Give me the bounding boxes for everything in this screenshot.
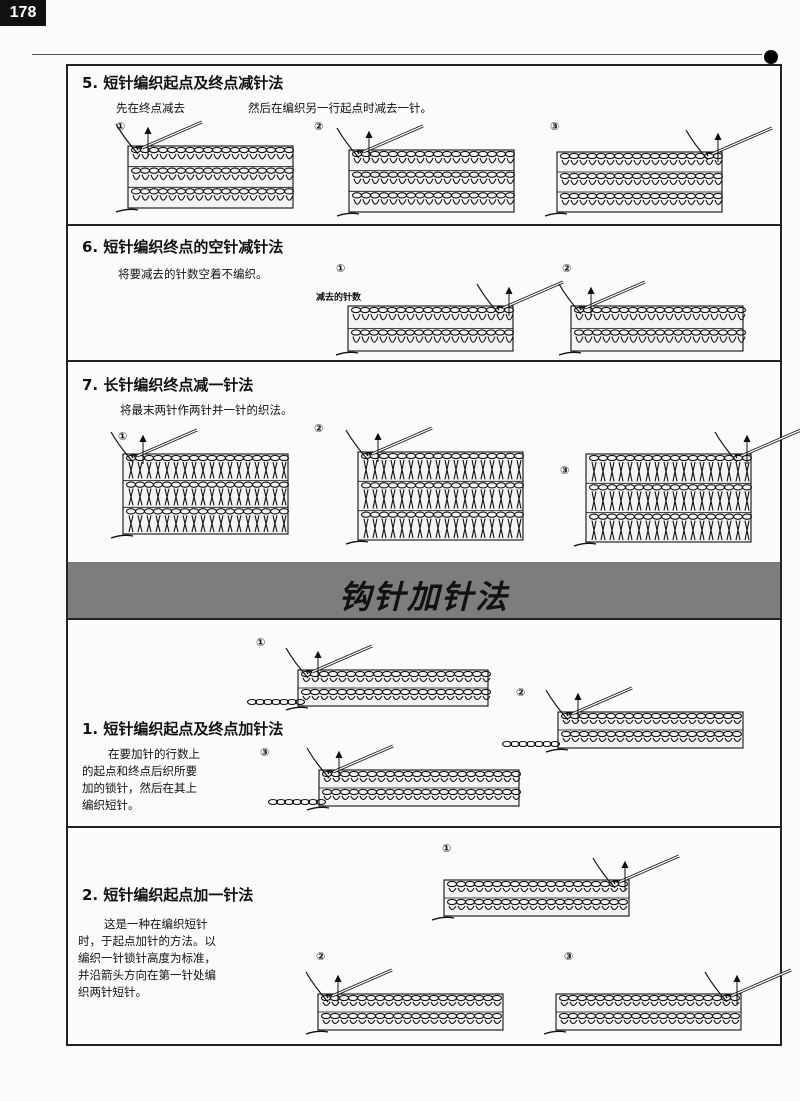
step-1-marker: ① [116,120,126,133]
step-1-marker: ① [442,842,452,855]
desc-line: 织两针短针。 [78,985,147,999]
section-7-desc: 将最末两针作两针并一针的织法。 [120,403,293,417]
step-3-marker: ③ [260,746,270,759]
increase-1-desc: 在要加针的行数上 的起点和终点后织所要 加的锁针，然后在其上 编织短针。 [82,746,200,814]
content-frame: 5. 短针编织起点及终点减针法 先在终点减去 然后在编织另一行起点时减去一针。 … [66,64,800,1046]
step-1-marker: ① [118,430,128,443]
section-7-title: 7. 长针编织终点减一针法 [82,376,254,394]
banner-title: 钩针加针法 [338,578,509,616]
top-rule [32,54,762,55]
increase-2-title: 2. 短针编织起点加一针法 [82,886,254,904]
page-number: 178 [0,0,46,26]
section-6-title: 6. 短针编织终点的空针减针法 [82,238,284,256]
increase-banner: 钩针加针法 [68,562,780,620]
section-6: 6. 短针编织终点的空针减针法 将要减去的针数空着不编织。 ① ② 减去的针数 [68,226,780,362]
step-3-marker: ③ [564,950,574,963]
step-1-marker: ① [336,262,346,275]
step-2-marker: ② [562,262,572,275]
swatch-add-1-2 [501,686,744,753]
swatch-add-1-1 [246,644,492,711]
section-5-title: 5. 短针编织起点及终点减针法 [82,74,284,92]
section-5-desc-2: 然后在编织另一行起点时减去一针。 [248,101,432,115]
swatch-7-1 [110,428,290,539]
decrease-count-label: 减去的针数 [316,293,362,303]
step-1-marker: ① [256,636,266,649]
desc-line: 编织短针。 [82,798,140,812]
section-5-desc: 先在终点减去 [116,101,185,115]
step-3-marker: ③ [560,464,570,477]
swatch-5-3 [544,126,773,217]
step-2-marker: ② [316,950,326,963]
step-2-marker: ② [516,686,526,699]
step-3-marker: ③ [550,120,560,133]
swatch-add-2-3 [543,968,792,1035]
section-7: 7. 长针编织终点减一针法 将最末两针作两针并一针的织法。 ① ② ③ [68,362,800,562]
section-5: 5. 短针编织起点及终点减针法 先在终点减去 然后在编织另一行起点时减去一针。 … [68,66,780,226]
desc-line: 这是一种在编织短针 [104,917,208,931]
increase-1-title: 1. 短针编织起点及终点加针法 [82,720,284,738]
desc-line: 时，于起点加针的方法。以 [78,934,216,948]
increase-2-desc: 这是一种在编织短针 时，于起点加针的方法。以 编织一针锁针高度为标准， 并沿箭头… [78,916,216,1001]
swatch-add-2-1 [431,854,680,921]
desc-line: 的起点和终点后织所要 [82,764,197,778]
swatch-6-2 [558,280,747,356]
step-2-marker: ② [314,120,324,133]
step-2-marker: ② [314,422,324,435]
swatch-7-2 [345,426,525,545]
swatch-add-1-3 [267,744,522,811]
swatch-5-2 [336,124,516,217]
swatch-6-1 [335,280,564,356]
increase-section-1: 1. 短针编织起点及终点加针法 在要加针的行数上 的起点和终点后织所要 加的锁针… [68,620,780,828]
section-6-desc: 将要减去的针数空着不编织。 [118,267,268,281]
desc-line: 在要加针的行数上 [108,747,200,761]
desc-line: 加的锁针，然后在其上 [82,781,197,795]
swatch-5-1 [115,120,295,213]
corner-dot [764,50,778,64]
desc-line: 编织一针锁针高度为标准， [78,951,216,965]
desc-line: 并沿箭头方向在第一针处编 [78,968,216,982]
increase-section-2: 2. 短针编织起点加一针法 这是一种在编织短针 时，于起点加针的方法。以 编织一… [68,828,792,1046]
swatch-7-3 [573,428,800,547]
swatch-add-2-2 [305,968,504,1035]
